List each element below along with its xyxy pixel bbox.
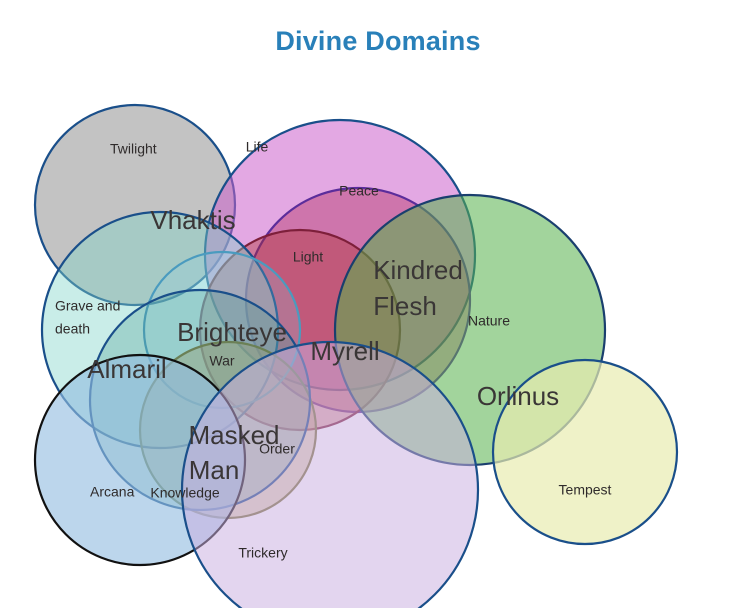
set-label-arcana: Arcana <box>90 484 135 500</box>
page-title: Divine Domains <box>275 26 481 56</box>
intersection-label-orlinus: Orlinus <box>477 381 559 411</box>
circles-layer <box>33 103 679 608</box>
set-label-twilight: Twilight <box>110 141 157 157</box>
set-label-peace: Peace <box>339 183 379 199</box>
set-label-light: Light <box>293 249 323 265</box>
set-label-trickery: Trickery <box>238 545 287 561</box>
intersection-label-flesh: Flesh <box>373 291 437 321</box>
set-label-order: Order <box>259 441 295 457</box>
set-label-grave-and-death-line2: death <box>55 321 90 337</box>
venn-circle-trickery[interactable] <box>180 340 480 608</box>
intersection-label-myrell: Myrell <box>310 336 379 366</box>
set-label-nature: Nature <box>468 313 510 329</box>
set-label-grave-and-death: Grave and <box>55 298 120 314</box>
intersection-label-man: Man <box>189 455 240 485</box>
intersection-label-almaril: Almaril <box>87 354 166 384</box>
set-label-life: Life <box>246 139 269 155</box>
venn-circle-tempest[interactable] <box>491 358 679 546</box>
set-label-knowledge: Knowledge <box>150 485 219 501</box>
intersection-label-kindred: Kindred <box>373 255 463 285</box>
set-label-war: War <box>209 353 234 369</box>
intersection-label-vhaktis: Vhaktis <box>150 205 235 235</box>
set-label-tempest: Tempest <box>559 482 612 498</box>
intersection-label-brighteye: Brighteye <box>177 317 287 347</box>
intersection-label-masked: Masked <box>188 420 279 450</box>
